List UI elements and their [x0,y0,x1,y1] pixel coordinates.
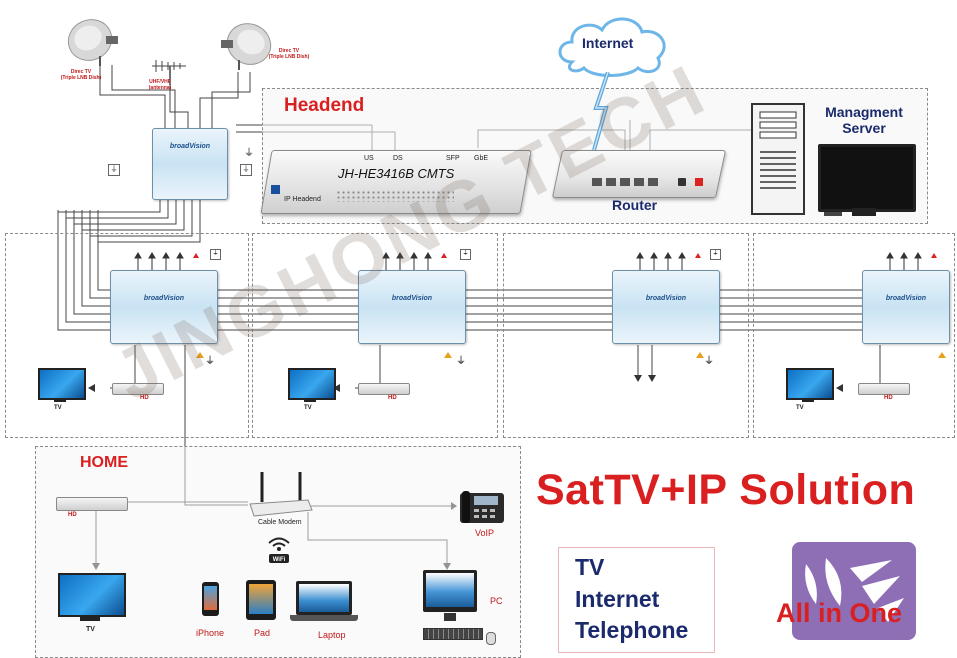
dish-left-label: Direc TV (Triple LNB Dish) [60,69,102,81]
logo-icon [792,542,916,640]
services-tv: TV [575,554,605,580]
monitor-stand [852,208,876,216]
multiswitch-brand: broadVision [143,295,185,303]
set-top-box-icon [858,383,910,395]
multiswitch-3: broadVision [612,270,720,344]
antenna-icon [152,60,186,85]
multiswitch-2: broadVision [358,270,466,344]
pc-stand [444,613,456,621]
all-in-one-label: All in One [776,598,903,628]
router-switch [695,178,703,186]
ip-headend-label: IP Headend [284,196,321,203]
ground-icon: ⏚ [244,148,254,159]
tv-label: TV [86,626,95,633]
dish-right-label: Direc TV (Triple LNB Dish) [268,48,310,60]
building-box-1 [5,233,249,438]
laptop-icon [296,581,352,615]
internet-label: Internet [582,35,634,51]
multiswitch-brand: broadVision [645,295,687,303]
power-socket-icon: ⏚ [210,249,221,260]
main-title: SatTV+IP Solution [536,466,916,514]
services-telephone: Telephone [575,617,689,643]
multiswitch-1: broadVision [110,270,218,344]
satellite-dish-icon [67,19,118,66]
set-top-box-icon [112,383,164,395]
set-top-box-icon [358,383,410,395]
iphone-label: iPhone [196,628,225,638]
home-box [35,446,521,658]
wifi-icon: WiFi [268,537,290,563]
building-box-4 [753,233,955,438]
tv-stand [802,398,814,402]
laptop-base [290,615,358,621]
svg-text:WiFi: WiFi [273,557,286,563]
power-socket-icon: ⏚ [108,164,120,176]
cable-modem-icon [249,472,313,517]
ground-icon: ⏚ [456,356,466,367]
hd-label: HD [884,395,893,401]
home-title: HOME [80,454,128,471]
cmts-vent-grid [336,190,454,202]
tv-icon [38,368,86,400]
power-socket-icon: ⏚ [460,249,471,260]
ground-icon: ⏚ [205,356,215,367]
router-label: Router [612,197,658,213]
cmts-name: JH-HE3416B CMTS [338,166,455,181]
tv-stand [304,398,316,402]
tv-label: TV [304,405,312,411]
router-power-button [678,178,686,186]
antenna-label: UHF/VHF (antenna) [148,79,172,91]
monitor-icon [818,144,916,212]
power-socket-icon: ⏚ [240,164,252,176]
pc-icon [423,570,477,612]
port-us-label: US [364,155,374,162]
mouse-icon [486,632,496,645]
pc-label: PC [490,596,503,606]
multiswitch-brand: broadVision [391,295,433,303]
building-box-3 [503,233,749,438]
server-tower-icon [751,103,805,215]
multiswitch-brand: broadVision [169,143,211,150]
port-gbe-label: GbE [474,155,489,162]
voip-label: VoIP [475,528,495,538]
tv-stand [54,398,66,402]
cloud-icon [558,17,666,77]
multiswitch-brand: broadVision [885,295,927,303]
tv-icon [288,368,336,400]
phone-icon [460,491,504,523]
laptop-label: Laptop [318,630,346,640]
satellite-dish-icon [221,23,272,70]
router-ports [592,178,662,186]
top-multiswitch: broadVision [152,128,228,200]
ip-headend-logo [271,185,280,194]
hd-label: HD [140,395,149,401]
tv-icon [58,573,126,617]
services-internet: Internet [575,586,660,612]
lightning-icon [592,72,610,151]
tv-stand [80,616,100,621]
ground-icon: ⏚ [704,356,714,367]
port-ds-label: DS [393,155,403,162]
headend-title: Headend [284,95,365,116]
cable-modem-label: Cable Modem [258,519,302,526]
port-sfp-label: SFP [446,155,460,162]
multiswitch-4: broadVision [862,270,950,344]
set-top-box-icon [56,497,128,511]
pad-label: Pad [254,628,271,638]
keyboard-icon [824,212,842,216]
hd-label: HD [68,512,77,518]
tv-icon [786,368,834,400]
power-socket-icon: ⏚ [710,249,721,260]
hd-label: HD [388,395,397,401]
iphone-icon [202,582,219,616]
services-box: TV Internet Telephone [558,547,715,653]
keyboard-icon [423,628,483,640]
tv-label: TV [796,405,804,411]
tablet-icon [246,580,276,620]
management-server-label: Managment Server [825,104,903,136]
building-box-2 [252,233,498,438]
tv-label: TV [54,405,62,411]
